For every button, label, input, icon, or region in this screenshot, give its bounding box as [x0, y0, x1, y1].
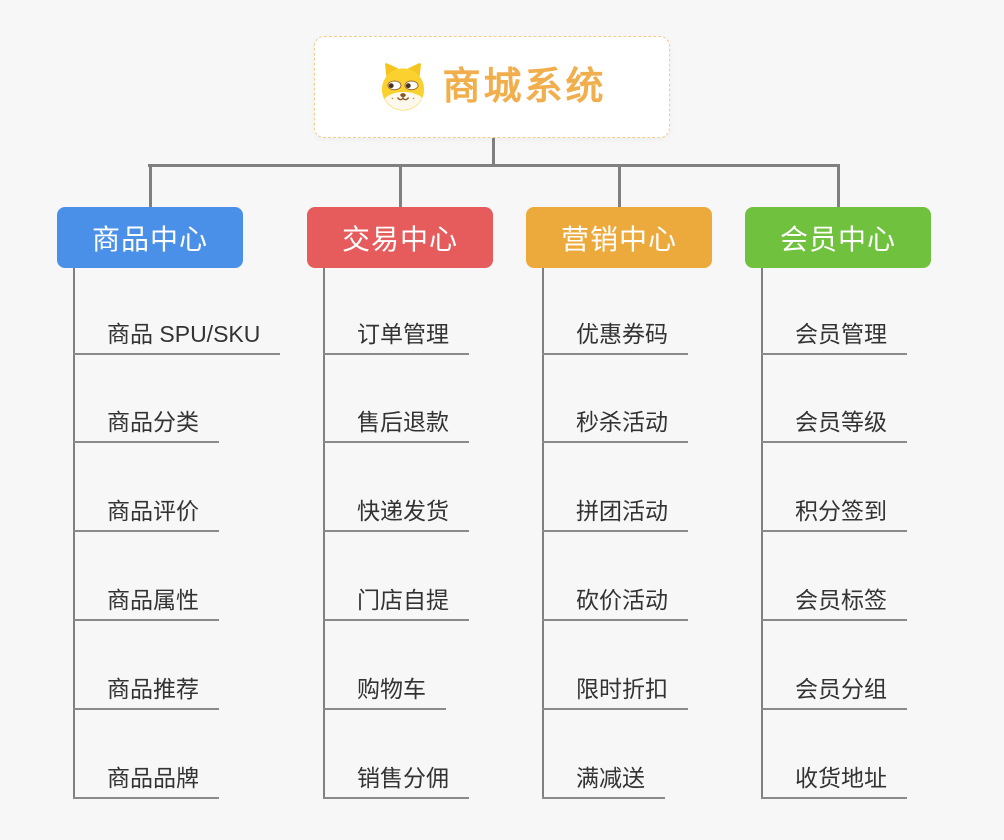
- child-node[interactable]: 订单管理: [323, 311, 469, 355]
- child-node[interactable]: 限时折扣: [542, 666, 688, 710]
- child-node[interactable]: 收货地址: [761, 755, 907, 799]
- child-node[interactable]: 会员等级: [761, 399, 907, 443]
- child-node[interactable]: 售后退款: [323, 399, 469, 443]
- branch-node-1[interactable]: 商品中心: [57, 207, 243, 268]
- branch-trunk-line: [761, 268, 763, 799]
- child-node[interactable]: 商品属性: [73, 577, 219, 621]
- child-node[interactable]: 会员分组: [761, 666, 907, 710]
- branch-connector-line: [836, 167, 840, 207]
- branch-node-3[interactable]: 营销中心: [526, 207, 712, 268]
- child-node[interactable]: 商品评价: [73, 488, 219, 532]
- child-node[interactable]: 积分签到: [761, 488, 907, 532]
- child-node[interactable]: 商品品牌: [73, 755, 219, 799]
- branch-rail-line: [148, 164, 840, 167]
- child-node[interactable]: 商品推荐: [73, 666, 219, 710]
- child-node[interactable]: 快递发货: [323, 488, 469, 532]
- child-node[interactable]: 购物车: [323, 666, 446, 710]
- child-node[interactable]: 销售分佣: [323, 755, 469, 799]
- child-node[interactable]: 商品 SPU/SKU: [73, 311, 281, 355]
- child-node[interactable]: 拼团活动: [542, 488, 688, 532]
- branch-connector-line: [148, 167, 152, 207]
- child-node[interactable]: 商品分类: [73, 399, 219, 443]
- child-node[interactable]: 砍价活动: [542, 577, 688, 621]
- child-node[interactable]: 会员管理: [761, 311, 907, 355]
- branch-trunk-line: [73, 268, 75, 799]
- root-connector-line: [492, 138, 495, 164]
- branch-connector-line: [398, 167, 402, 207]
- dog-icon: [382, 63, 425, 111]
- branch-trunk-line: [542, 268, 544, 799]
- child-node[interactable]: 秒杀活动: [542, 399, 688, 443]
- child-node[interactable]: 满减送: [542, 755, 665, 799]
- root-title: 商城系统: [442, 66, 607, 108]
- branch-connector-line: [617, 167, 621, 207]
- child-node[interactable]: 门店自提: [323, 577, 469, 621]
- root-node[interactable]: 商城系统: [314, 36, 670, 138]
- child-node[interactable]: 优惠券码: [542, 311, 688, 355]
- branch-node-2[interactable]: 交易中心: [307, 207, 493, 268]
- branch-node-4[interactable]: 会员中心: [745, 207, 931, 268]
- child-node[interactable]: 会员标签: [761, 577, 907, 621]
- branch-trunk-line: [323, 268, 325, 799]
